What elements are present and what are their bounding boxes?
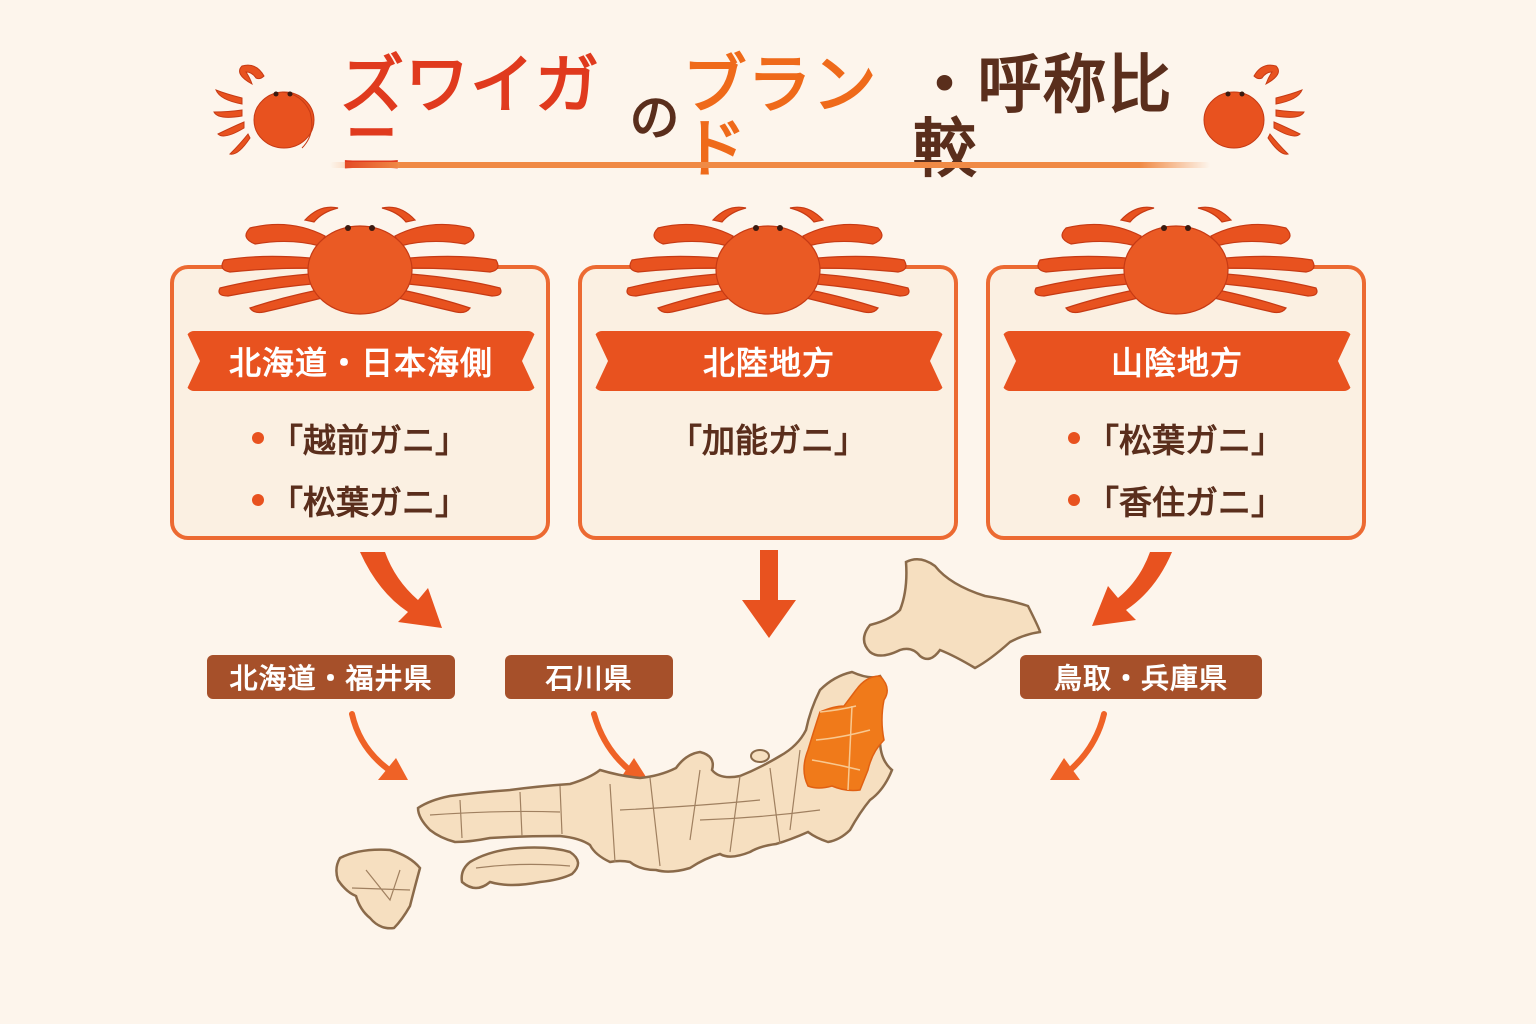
brand-list: 「松葉ガニ」 「香住ガニ」: [990, 414, 1362, 524]
title-area: ズワイガニ の ブランド ・呼称比較: [0, 54, 1536, 182]
crab-icon: [218, 206, 502, 315]
title-part-4: ・呼称比較: [912, 49, 1173, 187]
region-card-hokkaido: 北海道・日本海側 「越前ガニ」 「松葉ガニ」: [170, 265, 550, 540]
brand-name: 「松葉ガニ」: [1086, 421, 1284, 460]
bullet-icon: [1068, 494, 1080, 506]
brand-item: 「香住ガニ」: [1068, 476, 1284, 524]
japan-map: [335, 550, 1172, 930]
arrow-icon: [360, 550, 1172, 638]
brand-item: 「松葉ガニ」: [1068, 414, 1284, 462]
title-part-2: の: [629, 89, 681, 147]
crab-icon: [626, 206, 910, 315]
prefecture-label-ishikawa: 石川県: [505, 655, 673, 699]
brand-item: 「加能ガニ」: [669, 414, 867, 462]
region-banner: 山陰地方: [1002, 331, 1352, 391]
title-underline: [330, 162, 1210, 168]
brand-name: 「松葉ガニ」: [270, 483, 468, 522]
region-banner: 北陸地方: [594, 331, 944, 391]
bullet-icon: [1068, 432, 1080, 444]
brand-item: 「松葉ガニ」: [252, 476, 468, 524]
brand-item: 「越前ガニ」: [252, 414, 468, 462]
title-part-3: ブランド: [682, 49, 878, 187]
title-part-1: ズワイガニ: [340, 49, 600, 187]
page-title: ズワイガニ の ブランド ・呼称比較: [340, 54, 1200, 182]
brand-list: 「越前ガニ」 「松葉ガニ」: [174, 414, 546, 524]
brand-name: 「加能ガニ」: [669, 421, 867, 460]
crab-icon: [1034, 206, 1318, 315]
crab-icon: [1203, 64, 1305, 155]
brand-name: 「香住ガニ」: [1086, 483, 1284, 522]
brand-name: 「越前ガニ」: [270, 421, 468, 460]
brand-list: 「加能ガニ」: [582, 414, 954, 462]
crab-icon: [213, 64, 315, 155]
bullet-icon: [252, 432, 264, 444]
prefecture-label-tottori-hyogo: 鳥取・兵庫県: [1020, 655, 1262, 699]
bullet-icon: [252, 494, 264, 506]
prefecture-label-hokkaido-fukui: 北海道・福井県: [207, 655, 455, 699]
region-banner: 北海道・日本海側: [186, 331, 536, 391]
